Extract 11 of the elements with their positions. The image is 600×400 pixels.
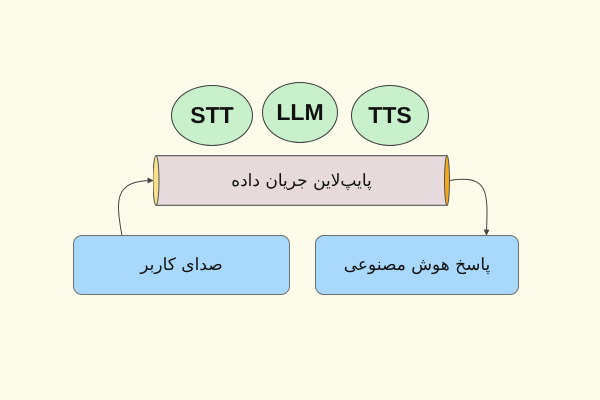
pipe-cylinder <box>153 155 450 206</box>
rounded-box <box>315 235 519 295</box>
arrow <box>118 178 154 236</box>
rounded-box <box>73 235 290 295</box>
node-text: پایپ‌لاین جریان داده <box>231 170 372 190</box>
node-text: LLM <box>276 99 324 126</box>
node-text: صدای کاربر <box>140 255 223 275</box>
node-text: STT <box>190 102 234 129</box>
node-text: پاسخ هوش مصنوعی <box>344 255 490 275</box>
arrow <box>450 178 490 236</box>
node-text: TTS <box>368 102 412 129</box>
